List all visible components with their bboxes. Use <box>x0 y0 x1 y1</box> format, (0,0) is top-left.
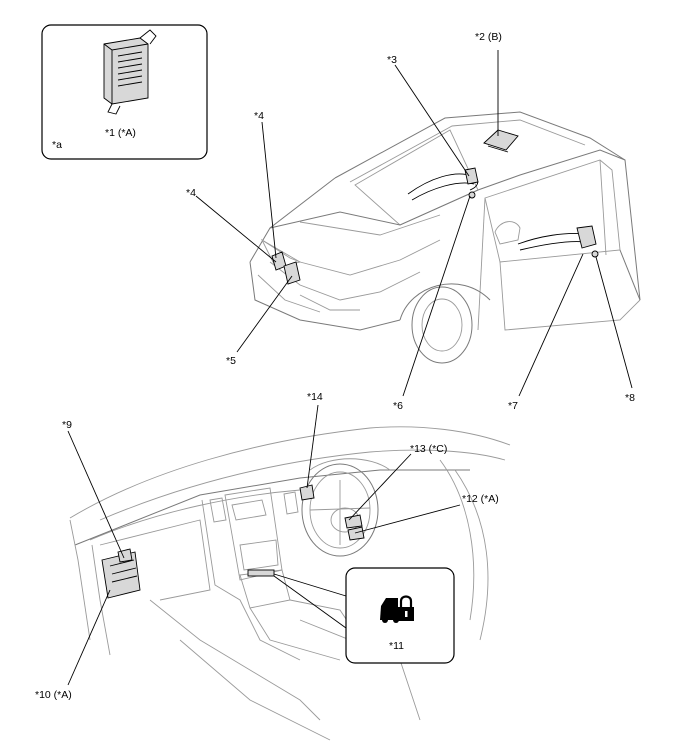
label-11: *11 <box>389 640 404 652</box>
console-switch <box>247 569 275 577</box>
inset-box-lock-switch <box>345 567 455 664</box>
junction-block <box>101 548 141 599</box>
label-10: *10 (*A) <box>35 689 72 701</box>
leader-lines <box>67 50 633 686</box>
label-1: *1 (*A) <box>105 127 136 139</box>
label-3: *3 <box>387 54 397 66</box>
cluster-part <box>299 484 315 501</box>
column-switches <box>344 514 365 541</box>
label-a: *a <box>52 139 62 151</box>
label-5: *5 <box>226 355 236 367</box>
label-4-lower: *4 <box>186 187 196 199</box>
label-12: *12 (*A) <box>462 493 499 505</box>
label-9: *9 <box>62 419 72 431</box>
label-6: *6 <box>393 400 403 412</box>
overhead-module <box>483 129 519 153</box>
door-lock-cable <box>517 225 599 258</box>
inset-box-ecu <box>41 24 208 160</box>
windshield-antenna-cable <box>407 167 479 201</box>
vehicle-interior <box>69 426 511 741</box>
ecu-module-icon <box>103 29 157 115</box>
label-8: *8 <box>625 392 635 404</box>
label-14: *14 <box>307 391 323 403</box>
front-sensor-parts <box>271 251 301 285</box>
label-2: *2 (B) <box>475 31 502 43</box>
label-7: *7 <box>508 400 518 412</box>
car-lock-switch-icon <box>380 595 414 623</box>
label-4-upper: *4 <box>254 110 264 122</box>
vehicle-exterior <box>249 111 641 364</box>
label-13: *13 (*C) <box>410 443 448 455</box>
